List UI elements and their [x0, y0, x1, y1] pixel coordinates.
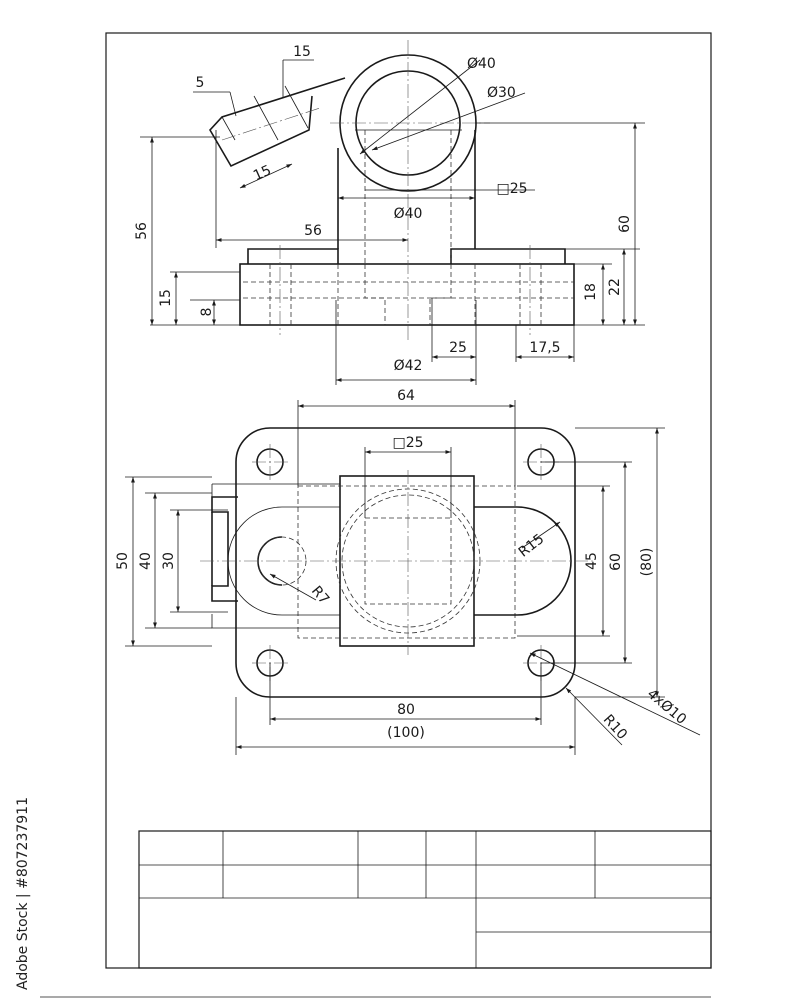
dim-60-front: 60 [617, 215, 633, 233]
ext-line [229, 91, 237, 117]
front-base-plate [239, 263, 575, 326]
front-arm-slot-b [284, 85, 309, 129]
front-left-boss [247, 248, 339, 264]
dim-64: 64 [397, 388, 415, 404]
dim-100-ref: (100) [387, 725, 425, 741]
dim-50: 50 [115, 552, 131, 570]
front-hidden-step-r [429, 264, 452, 325]
dim-45: 45 [584, 552, 600, 570]
dim-sq25-top: □25 [392, 435, 423, 451]
dim-15-slot: 15 [251, 162, 274, 184]
dim-56-horiz: 56 [304, 223, 322, 239]
top-left-fork [211, 496, 238, 602]
leader-r7 [269, 573, 317, 601]
top-boss-hidden [297, 485, 516, 639]
front-centerline-arm [221, 107, 321, 141]
dim-17-5: 17,5 [529, 340, 560, 356]
dim-phi30: Ø30 [487, 85, 516, 101]
dim-line-15-slot [239, 163, 293, 189]
dim-phi40-top: Ø40 [467, 56, 496, 72]
leader-4x-phi10 [529, 652, 701, 736]
dim-40: 40 [138, 552, 154, 570]
front-right-boss [450, 248, 566, 264]
dim-5: 5 [196, 75, 205, 91]
leader-r10 [565, 687, 623, 746]
dim-phi40-mid: Ø40 [394, 206, 423, 222]
front-dimensions: 56 15 8 60 18 22 56 Ø40 □25 Ø42 25 17,5 [134, 44, 645, 385]
dim-22: 22 [607, 278, 623, 296]
top-base-plate [235, 427, 576, 698]
top-view [200, 427, 595, 698]
dim-15-top: 15 [293, 44, 311, 60]
sheet-border [105, 32, 712, 969]
dim-sq25-front: □25 [496, 181, 527, 197]
dim-15-left: 15 [158, 289, 174, 307]
front-arm-slot-a [253, 95, 279, 141]
title-block [138, 830, 712, 969]
leader-r15 [521, 521, 561, 549]
dim-30: 30 [161, 552, 177, 570]
top-dimensions: 64 □25 50 40 30 45 60 (80) 80 (100) R15 … [115, 388, 701, 755]
dim-56-vert: 56 [134, 222, 150, 240]
dim-8: 8 [199, 308, 215, 317]
title-block-frame [138, 830, 712, 969]
dim-r10: R10 [600, 712, 630, 743]
leader-phi30 [371, 92, 526, 151]
dim-phi42: Ø42 [394, 358, 423, 374]
stock-watermark-text: Adobe Stock | #807237911 [15, 797, 31, 990]
dim-80-ref: (80) [639, 548, 655, 577]
dim-4x-phi10: 4xØ10 [644, 686, 690, 728]
front-hidden-step-l [364, 264, 386, 325]
dim-18: 18 [583, 283, 599, 301]
dim-r7: R7 [308, 583, 332, 608]
dim-r15: R15 [516, 531, 548, 561]
leader-phi40-top [359, 59, 481, 155]
dim-60-top: 60 [608, 553, 624, 571]
dim-25: 25 [449, 340, 467, 356]
dim-80: 80 [397, 702, 415, 718]
front-arm [209, 77, 346, 168]
